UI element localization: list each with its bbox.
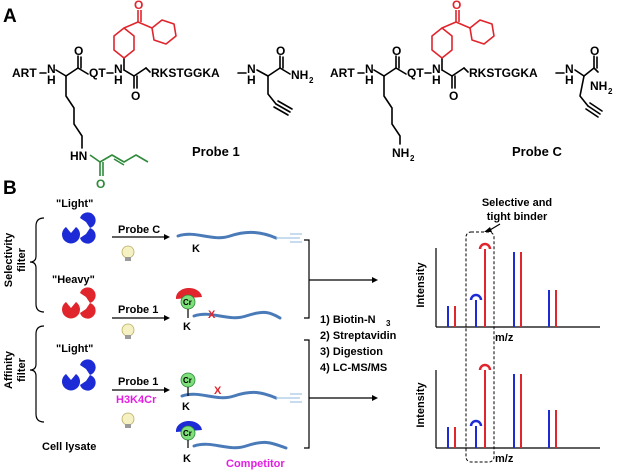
crosslink-x-mark: X [214, 385, 222, 397]
panel-a-label: A [3, 6, 17, 27]
probe-c-h-3: H [565, 73, 574, 87]
spectrum-top-xlabel: m/z [495, 332, 514, 344]
row-light-1-label: "Light" [56, 198, 93, 210]
protein-light-1-icon [62, 212, 96, 244]
probe-c-lys-nh2-sub: 2 [410, 154, 415, 163]
crotonyl-cr-label: Cr [183, 429, 192, 438]
row-light-2-label: "Light" [56, 343, 93, 355]
probe-1-arrow-label-a: Probe 1 [118, 304, 158, 316]
peptide-competitor: Cr K Competitor [175, 420, 288, 470]
step-1: 1) Biotin-N [320, 314, 376, 326]
selectivity-filter-line-2: filter [16, 247, 28, 272]
probe-c-o-3: O [590, 44, 599, 58]
probe-1-amide-o: O [96, 177, 105, 191]
crosslink-x-mark: X [208, 309, 216, 321]
step-1-sub: 3 [386, 319, 391, 328]
lysine-k-label: K [183, 321, 191, 333]
ms-spectrum-top: Intensity m/z [415, 242, 600, 344]
light-bulb-icon [121, 245, 135, 261]
probe-1-o-3: O [276, 44, 285, 58]
probe-1-name: Probe 1 [192, 144, 240, 159]
probe-1-art: ART [12, 66, 37, 80]
peptide-row-3: Cr K X [180, 372, 302, 413]
panel-b-label: B [3, 178, 17, 199]
probe-c-h-1: H [365, 73, 374, 87]
probe-1-h-2: H [114, 73, 123, 87]
affinity-filter-line-2: filter [16, 357, 28, 382]
probe-c-n-1: N [365, 62, 374, 76]
crotonyl-cr-label: Cr [183, 298, 192, 307]
probe-1-arrow-label-b: Probe 1 [118, 376, 158, 388]
probe-1-n-3: N [247, 62, 256, 76]
peptide-row-1: K [176, 230, 302, 255]
probe-c-arrow-label: Probe C [118, 224, 160, 236]
protein-heavy-icon [62, 287, 96, 319]
probe-1-structure: ART N H O QT N H HN O O O RKSTG [12, 0, 314, 191]
affinity-brace [29, 325, 45, 423]
probe-1-n-2: N [114, 62, 123, 76]
light-bulb-icon [121, 412, 135, 428]
selectivity-merge-bracket [304, 239, 310, 319]
probe-1-h-1: H [47, 73, 56, 87]
probe-c-structure: ART N H O QT N H NH 2 O O RKSTGGKA N H [330, 0, 613, 163]
affinity-filter-line-1: Affinity [3, 350, 15, 389]
affinity-merge-bracket [304, 339, 310, 449]
probe-1-n-1: N [47, 62, 56, 76]
probe-1-amide-hn: HN [70, 149, 87, 163]
lysine-k-label: K [183, 453, 191, 465]
row-heavy-label: "Heavy" [52, 274, 95, 286]
spectrum-bottom-ylabel: Intensity [415, 382, 427, 428]
probe-1-ketone-o: O [134, 0, 143, 12]
spectrum-bottom-xlabel: m/z [495, 453, 514, 465]
probe-c-n-2: N [432, 62, 441, 76]
probe-c-art: ART [330, 66, 355, 80]
protein-light-2-icon [62, 359, 96, 391]
probe-1-qt: QT [89, 66, 106, 80]
probe-c-lys-nh2: NH [392, 146, 409, 160]
probe-c-nh2: NH [590, 79, 607, 93]
probe-1-h-3: H [247, 73, 256, 87]
processing-steps: 1) Biotin-N 3 2) Streptavidin 3) Digesti… [320, 314, 397, 374]
light-bulb-icon [121, 323, 135, 339]
probe-c-ketone-o: O [452, 0, 461, 12]
probe-c-o-2: O [449, 89, 458, 103]
cell-lysate-label: Cell lysate [42, 441, 96, 453]
competitor-label: Competitor [226, 458, 285, 470]
selection-dashed-box [465, 231, 495, 463]
probe-1-o-2: O [131, 89, 140, 103]
crotonyl-cr-label: Cr [183, 376, 192, 385]
probe-c-name: Probe C [512, 144, 562, 159]
probe-c-h-2: H [432, 73, 441, 87]
probe-1-nh2: NH [291, 68, 308, 82]
probe-c-nh2-sub: 2 [608, 87, 613, 96]
annotation-line-2: tight binder [487, 211, 548, 223]
probe-1-o-1: O [74, 44, 83, 58]
h3k4cr-competitor-label: H3K4Cr [116, 394, 157, 406]
probe-c-o-1: O [392, 44, 401, 58]
step-2: 2) Streptavidin [320, 330, 397, 342]
lysine-k-label: K [182, 401, 190, 413]
step-4: 4) LC-MS/MS [320, 362, 387, 374]
selectivity-brace [29, 217, 45, 313]
probe-c-qt: QT [407, 66, 424, 80]
ms-spectrum-bottom: Intensity m/z [415, 363, 600, 465]
selectivity-filter-line-1: Selectivity [3, 232, 15, 287]
peptide-row-2: Cr K X [175, 287, 282, 333]
lysine-k-label: K [192, 243, 200, 255]
step-3: 3) Digestion [320, 346, 383, 358]
probe-1-sequence: RKSTGGKA [151, 66, 220, 80]
annotation-line-1: Selective and [482, 197, 552, 209]
spectrum-top-ylabel: Intensity [415, 262, 427, 308]
probe-1-nh2-sub: 2 [309, 76, 314, 85]
probe-c-sequence: RKSTGGKA [469, 66, 538, 80]
probe-c-n-3: N [565, 62, 574, 76]
